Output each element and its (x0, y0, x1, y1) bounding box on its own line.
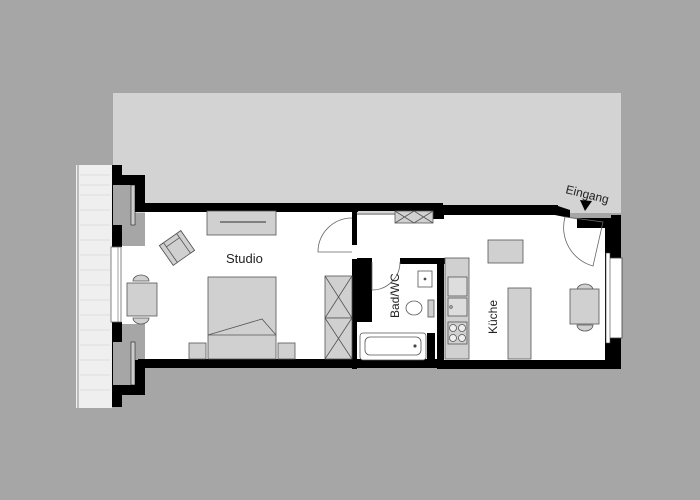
kitchen-dining-table (569, 283, 600, 332)
bath-door (371, 261, 401, 291)
nightstand-right (277, 342, 296, 360)
room-label-studio: Studio (226, 251, 263, 266)
room-label-kueche: Küche (486, 300, 500, 334)
studio-dining-table (126, 274, 158, 325)
bed (207, 276, 277, 360)
bathroom-furniture (359, 261, 435, 361)
wardrobe (324, 275, 353, 360)
sideboard (206, 210, 277, 236)
kitchen-sink (447, 297, 468, 317)
window-kitchen (605, 252, 623, 344)
armchair (158, 230, 196, 266)
window-studio (110, 246, 122, 323)
nightstand-left (188, 342, 207, 360)
kitchen-table-small (487, 239, 524, 264)
studio-door (317, 217, 353, 253)
kitchen-furniture (444, 216, 604, 360)
toilet (405, 300, 423, 316)
balcony (76, 165, 112, 408)
entrance-arrow-icon (580, 200, 592, 211)
studio-furniture (126, 210, 353, 360)
window-left-top (113, 184, 136, 226)
hall-storage (394, 210, 434, 224)
room-label-bad: Bad/WC (388, 273, 402, 318)
kitchen-island (507, 287, 532, 360)
window-left-bottom (113, 341, 136, 386)
entrance-door (563, 216, 604, 267)
terrace-area (113, 93, 621, 213)
